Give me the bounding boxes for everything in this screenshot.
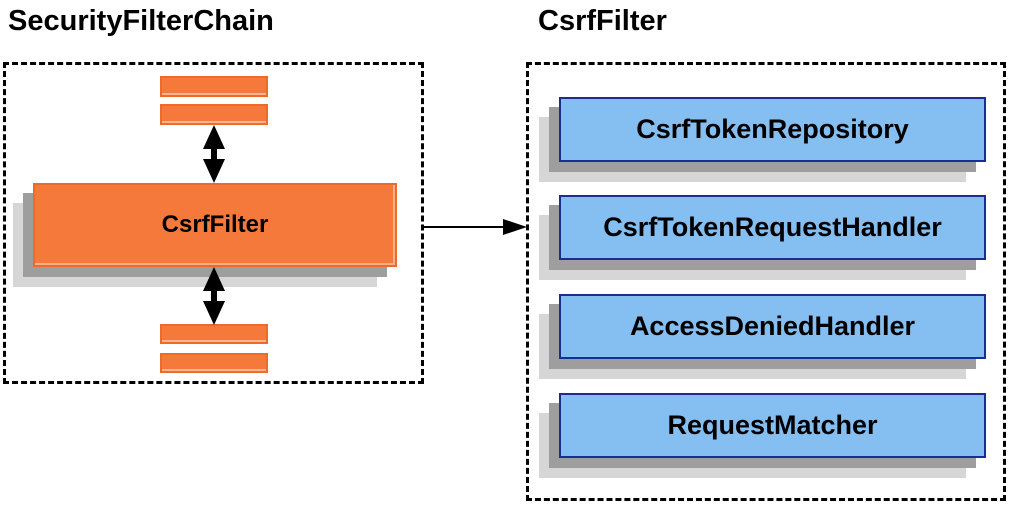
component-label: CsrfTokenRepository	[636, 114, 909, 144]
component-label: RequestMatcher	[667, 410, 878, 440]
csrf-filter-node: CsrfFilter	[33, 183, 397, 267]
filter-placeholder-bar	[160, 353, 268, 373]
component-label: AccessDeniedHandler	[629, 311, 916, 341]
component-csrf-token-repository: CsrfTokenRepository	[559, 97, 986, 162]
component-label: CsrfTokenRequestHandler	[603, 212, 942, 242]
double-arrow-icon	[201, 267, 227, 325]
component-access-denied-handler: AccessDeniedHandler	[559, 294, 986, 359]
csrf-filter-container	[526, 62, 1006, 501]
component-csrf-token-request-handler: CsrfTokenRequestHandler	[559, 195, 986, 260]
security-filter-chain-container	[3, 62, 424, 384]
csrf-filter-node-label: CsrfFilter	[161, 211, 269, 238]
filter-placeholder-bar	[160, 76, 268, 97]
filter-placeholder-bar	[160, 324, 268, 344]
filter-placeholder-bar	[160, 104, 268, 125]
right-arrow-icon	[423, 218, 527, 236]
component-request-matcher: RequestMatcher	[559, 393, 986, 458]
csrf-filter-title: CsrfFilter	[538, 5, 667, 37]
double-arrow-icon	[201, 125, 227, 183]
security-filter-chain-title: SecurityFilterChain	[8, 5, 274, 37]
